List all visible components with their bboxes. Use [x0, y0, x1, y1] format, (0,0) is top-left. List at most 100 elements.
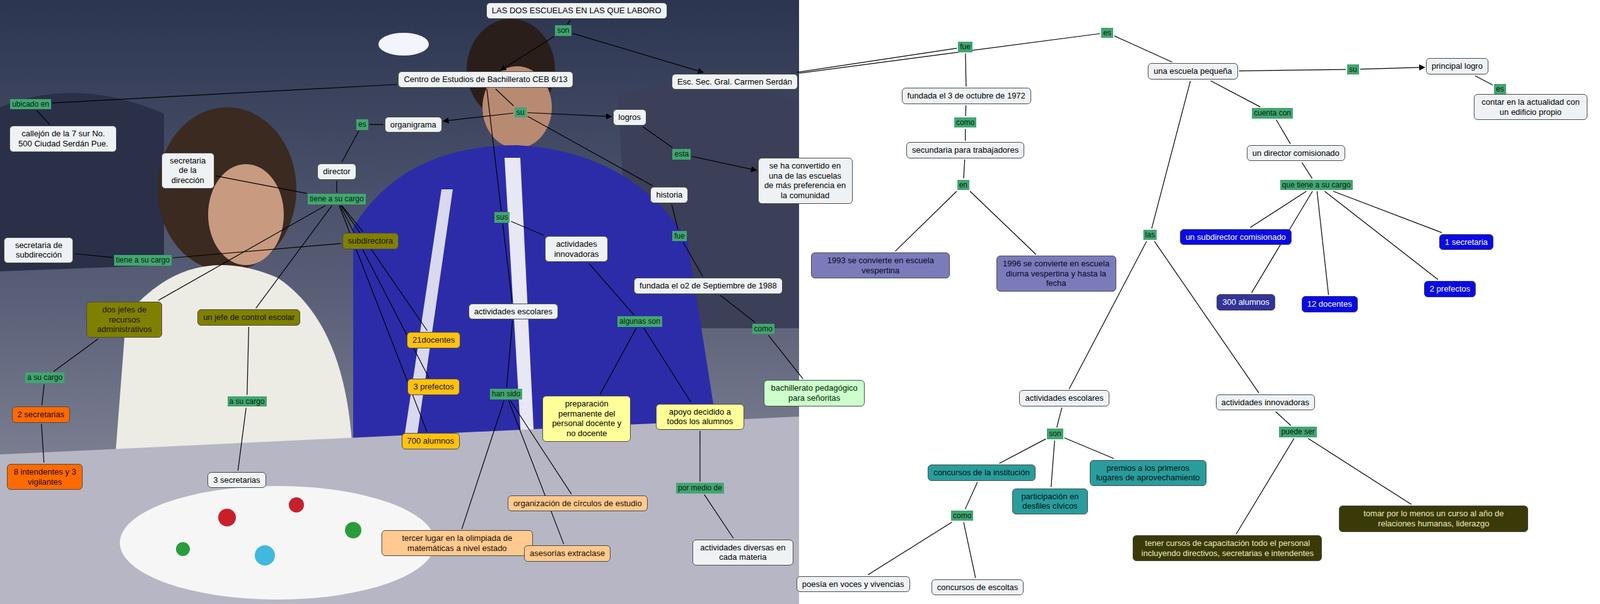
node-text: sus [496, 212, 509, 222]
node-text: algunas son [619, 316, 661, 326]
concept-box: fundada el o2 de Septiembre de 1988 [633, 277, 783, 294]
cake-decoration [288, 496, 304, 513]
node-text: en [959, 180, 968, 190]
node-text: premios a los primeros lugares de aprove… [1095, 462, 1201, 483]
connector [796, 47, 957, 72]
concept-box: callejón de la 7 sur No. 500 Ciudad Serd… [9, 125, 117, 152]
connector [215, 175, 308, 194]
connector [1301, 162, 1312, 178]
node-text: puede ser [1280, 426, 1315, 436]
node-text: organigrama [390, 119, 437, 130]
connector [643, 327, 692, 403]
concept-box: preparación permanente del personal doce… [542, 395, 631, 441]
linking-phrase: algunas son [617, 315, 663, 327]
concept-box: tomar por lo menos un curso al año de re… [1338, 505, 1529, 532]
node-text: organización de círculos de estudio [513, 498, 643, 509]
connector [671, 204, 678, 230]
cake-decoration [218, 508, 236, 526]
linking-phrase: tiene a su cargo [114, 254, 172, 265]
concept-box: organización de círculos de estudio [507, 495, 648, 512]
node-text: LAS DOS ESCUELAS EN LAS QUE LABORO [491, 5, 662, 16]
connector [1506, 92, 1508, 94]
connector [172, 243, 341, 258]
node-text: 21docentes [412, 334, 455, 345]
connector [502, 223, 513, 303]
linking-phrase: como [752, 323, 775, 334]
node-text: tiene a su cargo [309, 194, 364, 204]
concept-box: 1 secretaria [1439, 233, 1494, 251]
connector [999, 438, 1047, 463]
connector [1249, 191, 1307, 228]
connector [1114, 35, 1173, 63]
linking-phrase: por medio de [676, 482, 725, 493]
node-text: fue [674, 231, 685, 241]
concept-box: logros [613, 109, 647, 126]
node-text: 12 docentes [1307, 298, 1353, 310]
concept-box: 3 prefectos [407, 378, 460, 395]
node-text: 1993 se convierte en escuela vespertina [816, 255, 945, 275]
connector [1064, 437, 1114, 459]
connector [1154, 240, 1259, 393]
node-text: 3 secretarias [213, 474, 260, 485]
connector [74, 253, 113, 258]
node-text: como [952, 510, 972, 520]
node-text: como [754, 324, 773, 333]
concept-box: contar en la actualidad con un edificio … [1473, 93, 1588, 120]
linking-phrase: fue [672, 230, 687, 241]
concept-box: principal logro [1425, 58, 1489, 75]
linking-phrase: es [356, 119, 369, 130]
node-text: fundada el 3 de octubre de 1972 [907, 90, 1026, 101]
photo-ground [0, 0, 800, 604]
connector [341, 131, 359, 163]
connector [52, 84, 398, 103]
node-text: subdirectora [348, 235, 394, 246]
concept-box: 1993 se convierte en escuela vespertina [811, 252, 950, 279]
concept-box: secretaria de subdirección [3, 237, 74, 263]
linking-phrase: las [1143, 229, 1157, 240]
connector [341, 205, 427, 331]
linking-phrase: esta [672, 148, 691, 159]
connector [527, 116, 653, 186]
ceiling-light [378, 32, 429, 56]
node-text: logros [618, 112, 641, 123]
node-text: a su cargo [27, 372, 63, 382]
concept-box: asesorías extraclase [524, 544, 611, 562]
cake-decoration [175, 541, 190, 556]
linking-phrase: como [954, 117, 977, 128]
connector [572, 33, 704, 73]
concept-box: actividades innovadoras [1215, 394, 1315, 411]
node-text: es [1495, 84, 1505, 94]
linking-phrase: son [554, 25, 571, 36]
linking-phrase: fue [957, 41, 973, 52]
node-text: 2 prefectos [1429, 283, 1471, 294]
node-text: han sido [491, 389, 521, 398]
connector [461, 400, 504, 529]
node-text: un subdirector comisionado [1185, 232, 1286, 243]
connector [1239, 69, 1347, 71]
node-text: por medio de [677, 483, 723, 492]
connector [964, 128, 966, 141]
connector [41, 423, 45, 463]
node-text: 300 alumnos [1222, 297, 1269, 308]
concept-box: Esc. Sec. Gral. Carmen Serdán [671, 73, 798, 91]
linking-phrase: son [1046, 428, 1063, 439]
node-text: historia [655, 189, 683, 200]
node-text: Centro de Estudios de Bachillerato CEB 6… [403, 74, 567, 85]
connector [36, 110, 50, 125]
linking-phrase: a su cargo [227, 396, 267, 407]
concept-box: tercer lugar en la olimpiada de matemáti… [381, 529, 533, 556]
concept-box: 2 secretarias [11, 406, 71, 423]
connector [500, 36, 555, 71]
node-text: son [556, 25, 569, 35]
connector [1475, 75, 1493, 86]
concept-box: un subdirector comisionado [1179, 228, 1292, 246]
connector [1333, 191, 1442, 233]
concept-box: subdirectora [342, 232, 400, 250]
connector [237, 407, 246, 471]
node-text: participación en desfiles cívicos [1017, 491, 1083, 511]
node-text: tercer lugar en la olimpiada de matemáti… [387, 532, 528, 553]
connector [1308, 438, 1412, 505]
connector [1316, 191, 1329, 295]
connector [799, 33, 1100, 74]
node-text: asesorías extraclase [529, 548, 605, 559]
